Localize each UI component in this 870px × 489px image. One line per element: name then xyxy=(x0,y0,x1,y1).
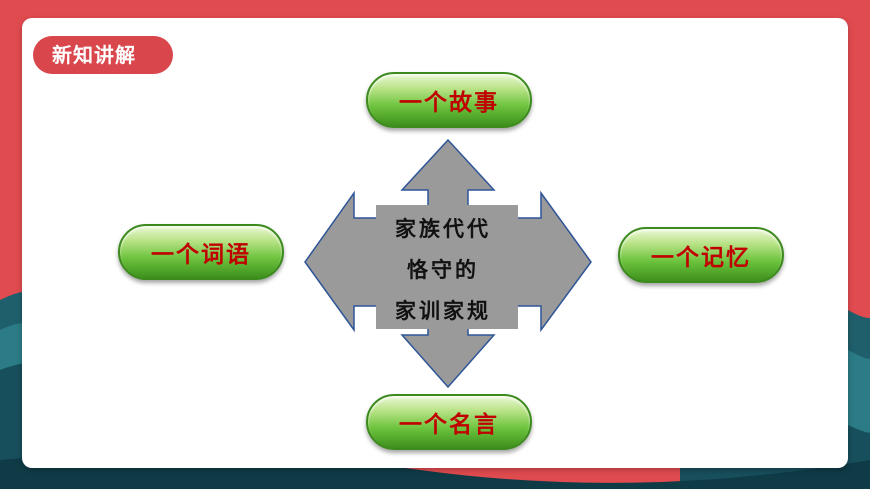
branch-right-button[interactable]: 一个记忆 xyxy=(618,227,784,283)
center-label: 家族代代 恪守的 家训家规 xyxy=(378,210,508,330)
section-tag: 新知讲解 xyxy=(33,36,173,74)
branch-bottom-button[interactable]: 一个名言 xyxy=(366,394,532,450)
center-line-3: 家训家规 xyxy=(395,298,491,323)
branch-top-button[interactable]: 一个故事 xyxy=(366,72,532,128)
branch-bottom-label: 一个名言 xyxy=(399,411,499,438)
branch-right-label: 一个记忆 xyxy=(651,244,751,271)
branch-left-label: 一个词语 xyxy=(151,241,251,268)
branch-left-button[interactable]: 一个词语 xyxy=(118,224,284,280)
center-box xyxy=(376,205,518,329)
branch-top-label: 一个故事 xyxy=(399,89,499,116)
center-line-2: 恪守的 xyxy=(407,257,479,282)
center-line-1: 家族代代 xyxy=(395,216,491,241)
